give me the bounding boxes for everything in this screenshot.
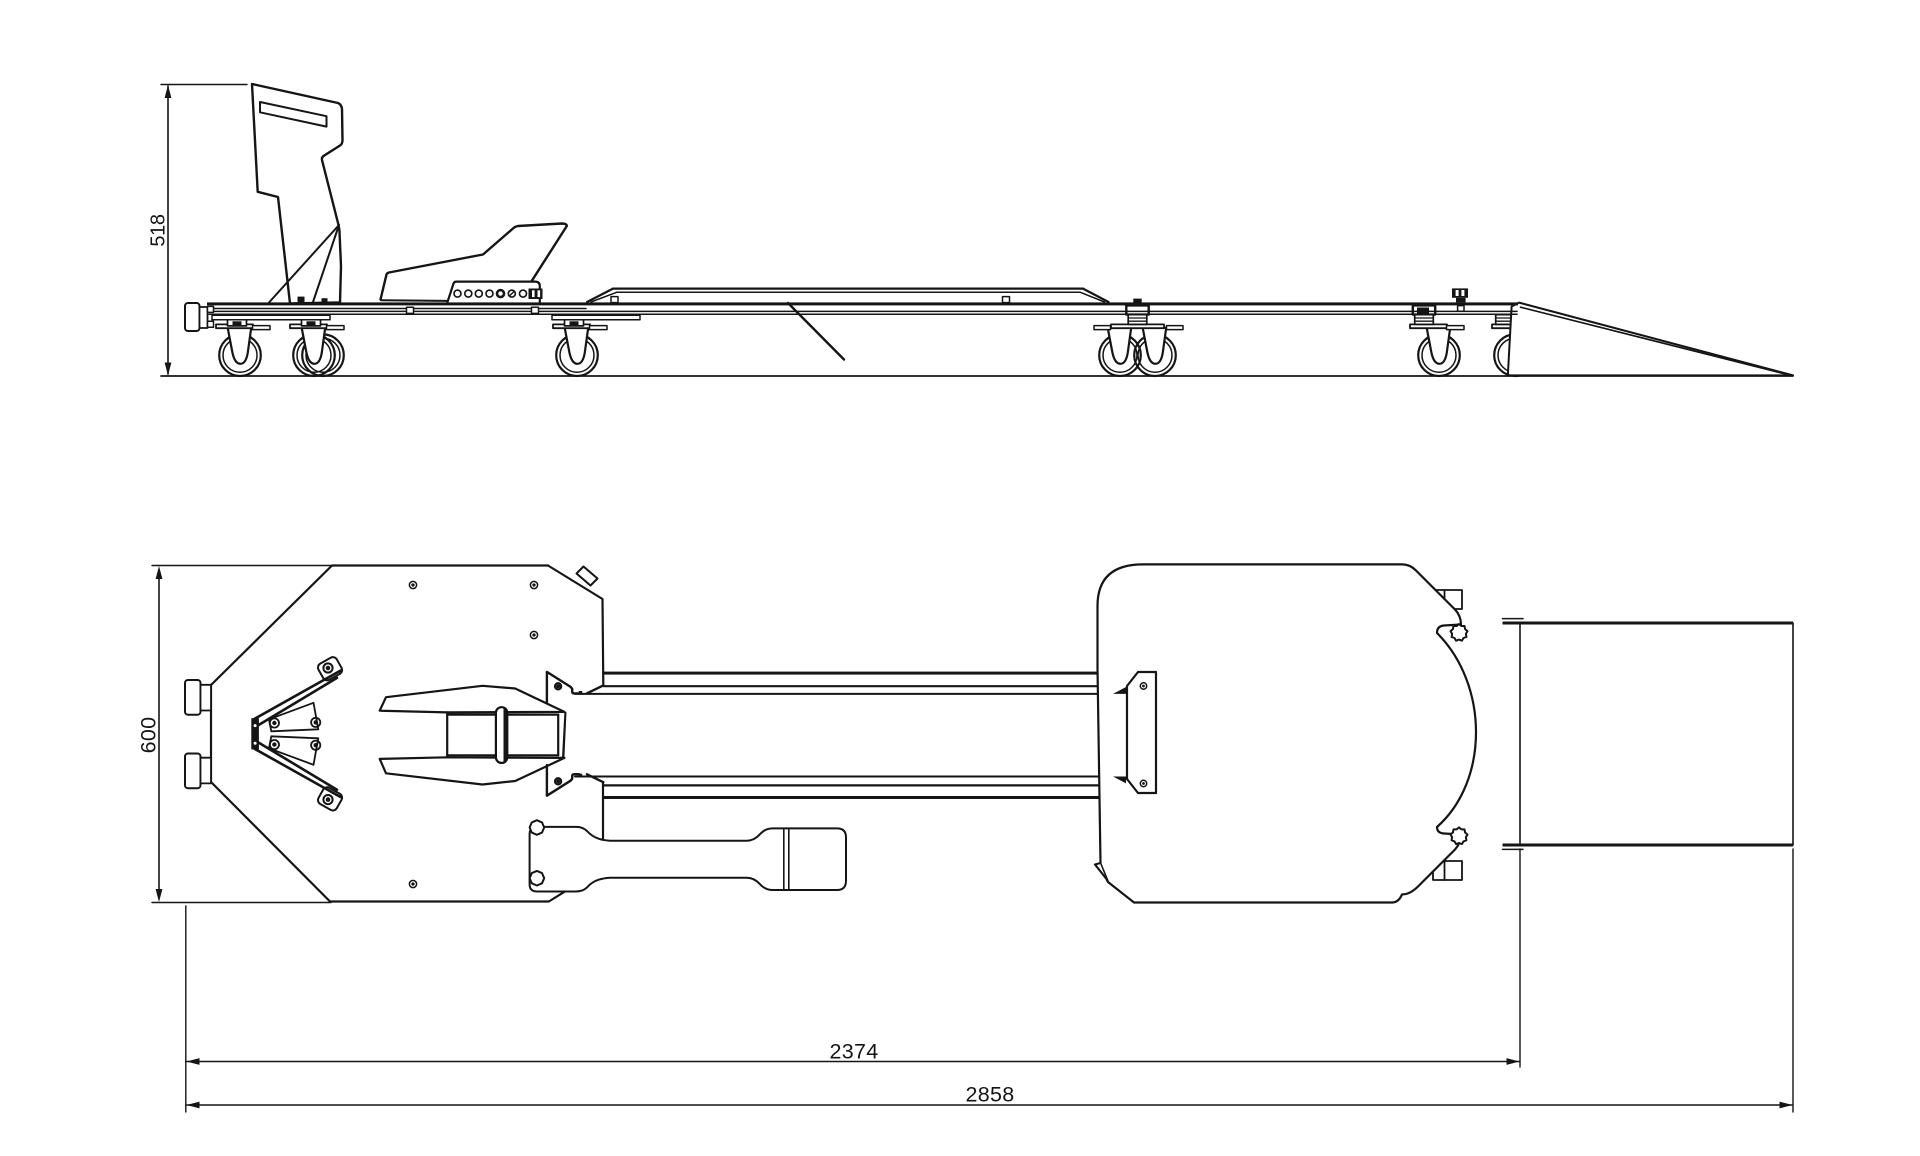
svg-text:518: 518 — [148, 214, 170, 246]
svg-text:2858: 2858 — [965, 1083, 1014, 1107]
svg-text:600: 600 — [137, 717, 161, 754]
svg-text:2374: 2374 — [829, 1040, 878, 1064]
